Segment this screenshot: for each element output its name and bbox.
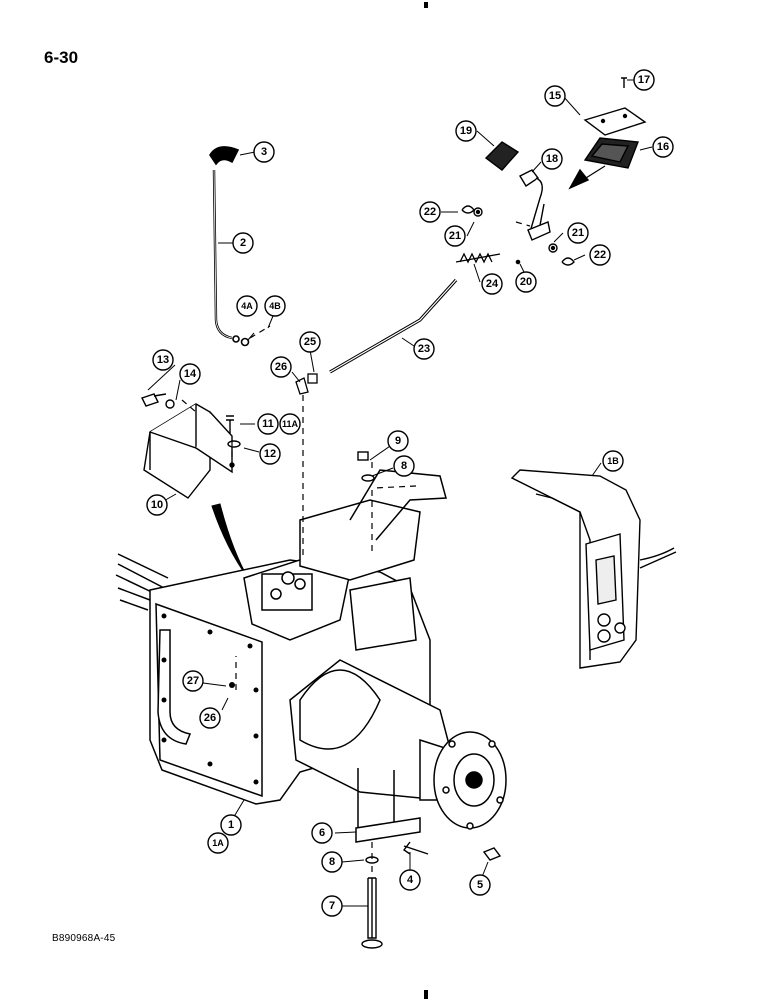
callout-24: 24	[486, 278, 499, 290]
callout-10: 10	[151, 499, 163, 511]
assembly-dashed-lines	[181, 221, 531, 876]
callouts	[146, 69, 674, 917]
callout-21-left: 21	[449, 230, 461, 242]
callout-7: 7	[329, 900, 335, 912]
callout-4a: 4A	[241, 301, 253, 311]
control-rod	[329, 278, 458, 374]
callout-21-right: 21	[572, 227, 584, 239]
callout-27: 27	[187, 675, 199, 687]
lower-hardware	[357, 451, 502, 949]
callout-26-lower: 26	[204, 712, 216, 724]
mounting-bracket	[141, 393, 241, 499]
shift-lever	[209, 146, 250, 347]
bolt-11	[226, 415, 234, 434]
bolt-13	[141, 393, 167, 407]
return-spring	[455, 252, 501, 264]
callout-11a: 11A	[282, 419, 299, 429]
callout-13: 13	[157, 354, 169, 366]
assembly-arrow	[211, 503, 249, 579]
callout-23: 23	[418, 343, 430, 355]
screw	[621, 77, 627, 88]
callout-8-lower: 8	[329, 856, 335, 868]
pedal-assembly	[461, 77, 647, 266]
callout-1a: 1A	[212, 838, 224, 848]
callout-15: 15	[549, 90, 561, 102]
callout-12: 12	[264, 448, 276, 460]
callout-11: 11	[262, 418, 274, 430]
callout-22-right: 22	[594, 249, 606, 261]
callout-1: 1	[228, 819, 234, 831]
nut-5	[482, 847, 502, 861]
callout-16: 16	[657, 141, 669, 153]
callout-4: 4	[407, 874, 414, 886]
callout-17: 17	[638, 74, 650, 86]
callout-19: 19	[460, 125, 472, 137]
callout-25: 25	[304, 336, 316, 348]
transmission-housing	[115, 469, 507, 843]
callout-18: 18	[546, 153, 558, 165]
callout-labels: 3 2 4A 4B 15 16 17 18 19 22 21 21 22 20 …	[151, 74, 669, 912]
top-page-mark	[424, 2, 428, 8]
housing-bolts	[161, 613, 259, 785]
pedal-arm	[519, 169, 540, 187]
page-number: 6-30	[44, 48, 79, 67]
callout-2: 2	[240, 237, 246, 249]
callout-26-upper: 26	[275, 361, 287, 373]
callout-1b: 1B	[607, 456, 619, 466]
callout-3: 3	[261, 146, 267, 158]
detail-view-housing	[510, 469, 677, 669]
figure-code: B890968A-45	[52, 933, 116, 944]
callout-8-upper: 8	[401, 460, 407, 472]
bolt-4	[402, 841, 429, 855]
callout-22-left: 22	[424, 206, 436, 218]
callout-5: 5	[477, 879, 483, 891]
cover-plate	[583, 107, 647, 136]
bottom-page-mark	[424, 990, 428, 999]
pedal-pad	[484, 141, 520, 171]
callout-4b: 4B	[269, 301, 281, 311]
callout-14: 14	[184, 368, 197, 380]
callout-9: 9	[395, 435, 401, 447]
callout-6: 6	[319, 827, 325, 839]
bolt-7	[367, 877, 377, 939]
shift-knob	[209, 146, 240, 166]
rod-fittings	[295, 373, 318, 395]
callout-20: 20	[520, 276, 532, 288]
